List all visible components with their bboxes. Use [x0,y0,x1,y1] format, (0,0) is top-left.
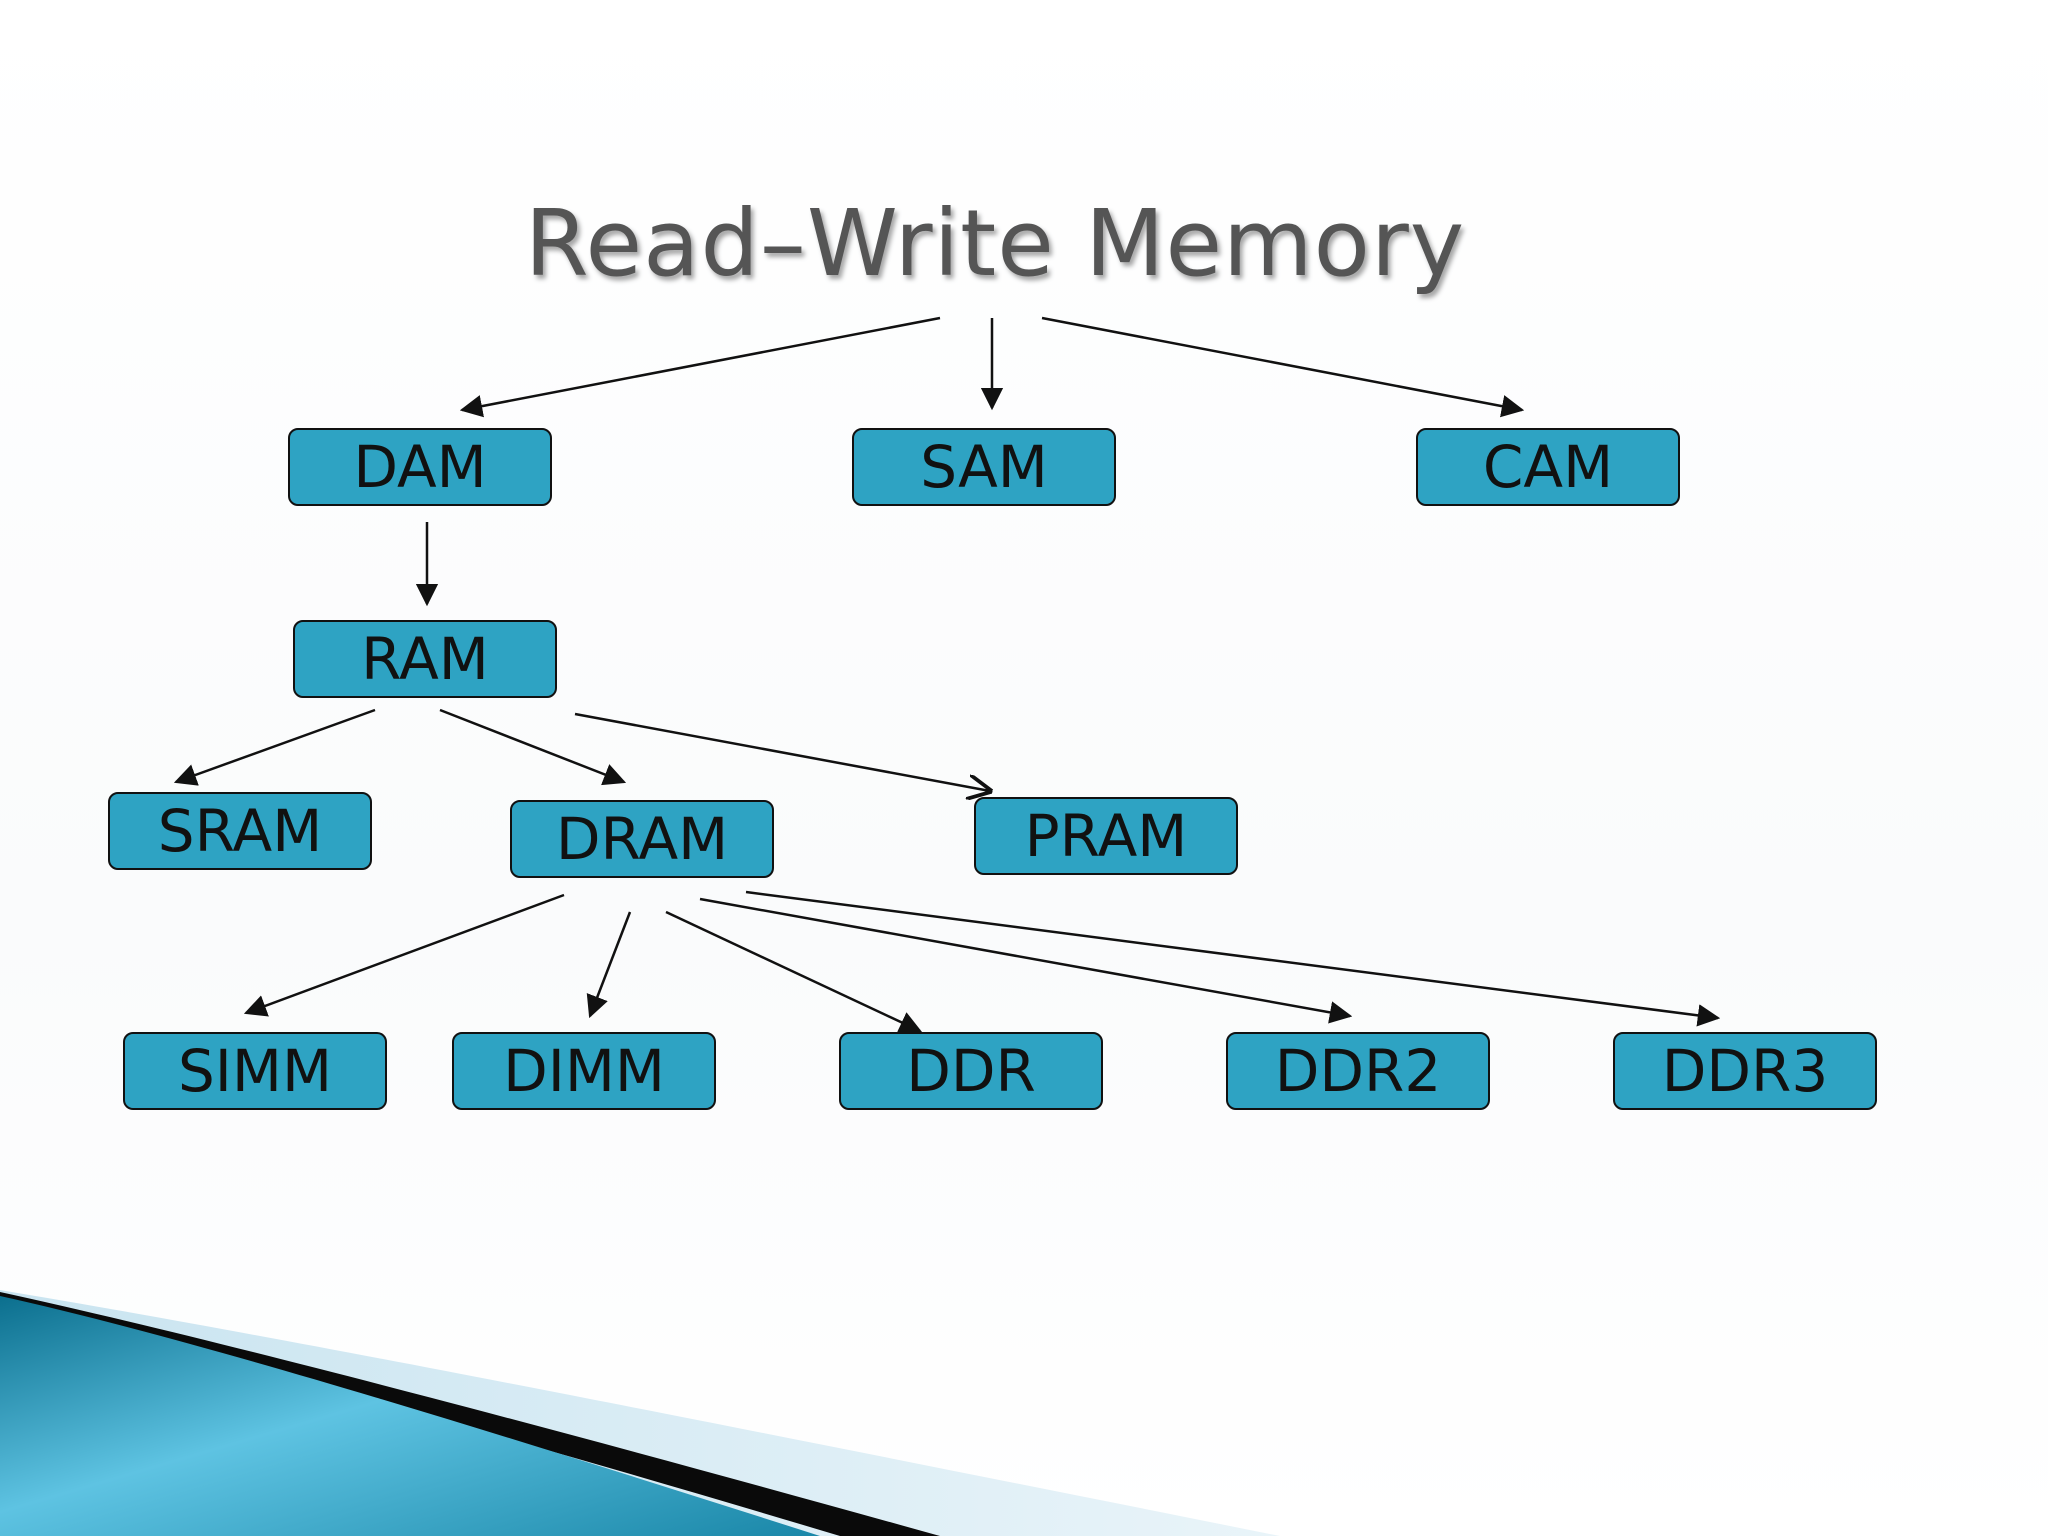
node-ddr3: DDR3 [1613,1032,1877,1110]
node-sram: SRAM [108,792,372,870]
arrow-dram-simm [243,893,565,1017]
swoosh-dark-band [0,1292,940,1536]
arrow-ram-sram [173,708,376,786]
node-ddr: DDR [839,1032,1103,1110]
arrow-dram-ddr [665,910,923,1033]
node-dram: DRAM [510,800,774,878]
node-cam: CAM [1416,428,1680,506]
node-dimm: DIMM [452,1032,716,1110]
page-title: Read–Write Memory [524,190,1466,297]
node-dam: DAM [288,428,552,506]
arrow-ram-dram [439,708,627,786]
arrow-dram-ddr2 [699,897,1353,1024]
swoosh-teal-band [0,1296,820,1536]
node-simm: SIMM [123,1032,387,1110]
node-sam: SAM [852,428,1116,506]
arrow-dram-dimm [586,911,632,1019]
node-ddr2: DDR2 [1226,1032,1490,1110]
node-ram: RAM [293,620,557,698]
arrow-ram-pram [574,712,990,791]
arrow-title-dam [459,316,941,418]
node-pram: PRAM [974,797,1238,875]
arrow-title-cam [1041,316,1525,418]
arrow-dram-ddr3 [745,890,1721,1027]
